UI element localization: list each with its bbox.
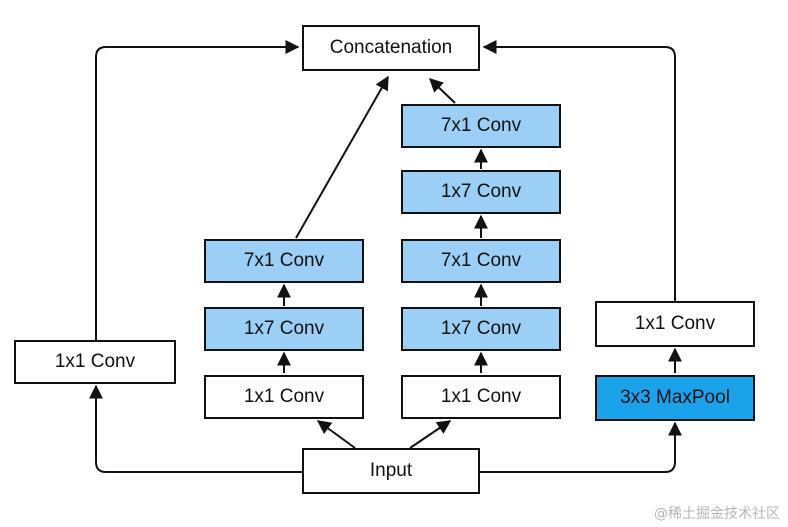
watermark: @稀土掘金技术社区 xyxy=(654,506,780,522)
branch2-7x1-conv-node: 7x1 Conv xyxy=(204,239,364,283)
edge-input-maxpool xyxy=(480,421,682,473)
edge-input-left-conv xyxy=(89,384,302,473)
branch2-1x1-conv-node: 1x1 Conv xyxy=(204,375,364,419)
edge-input-b2 xyxy=(316,420,356,449)
branch3-7x1-conv-node-b: 7x1 Conv xyxy=(401,104,561,148)
branch2-1x7-conv-node: 1x7 Conv xyxy=(204,307,364,351)
edge-left-conv-concat xyxy=(95,40,300,340)
edge-right-conv-concat xyxy=(482,40,676,301)
right-1x1-conv-node: 1x1 Conv xyxy=(595,301,755,347)
concatenation-node: Concatenation xyxy=(302,25,480,71)
left-1x1-conv-node: 1x1 Conv xyxy=(14,340,176,384)
branch3-7x1-conv-node-a: 7x1 Conv xyxy=(401,239,561,283)
edge-b3-concat xyxy=(428,78,456,104)
branch3-1x1-conv-node: 1x1 Conv xyxy=(401,375,561,419)
branch3-1x7-conv-node-b: 1x7 Conv xyxy=(401,170,561,214)
maxpool-node: 3x3 MaxPool xyxy=(595,375,755,421)
input-node: Input xyxy=(302,448,480,494)
edge-input-b3 xyxy=(409,420,452,449)
edge-b2-concat xyxy=(295,75,389,239)
branch3-1x7-conv-node-a: 1x7 Conv xyxy=(401,307,561,351)
